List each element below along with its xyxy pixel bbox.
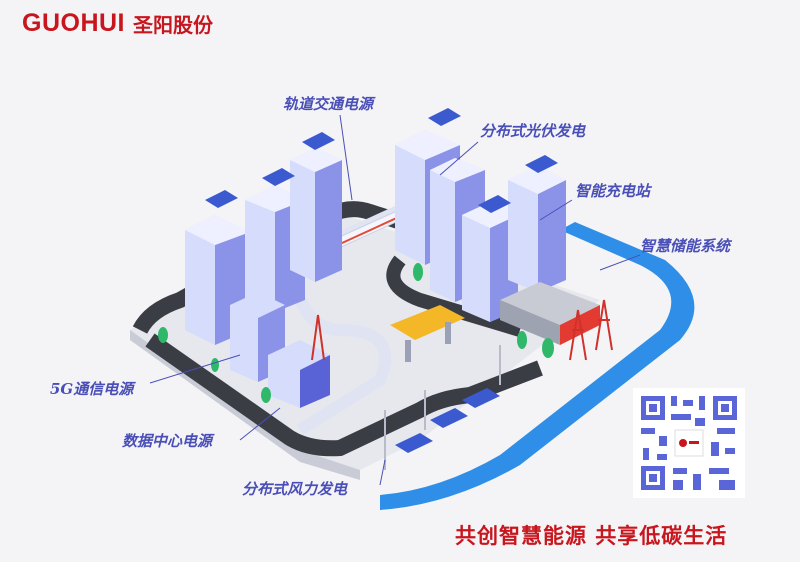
- label-rail-power: 轨道交通电源: [283, 95, 374, 113]
- trees: [158, 263, 554, 403]
- label-wind-power: 分布式风力发电: [242, 480, 348, 498]
- road: [386, 255, 523, 337]
- brand-name-cn: 圣阳股份: [133, 13, 213, 37]
- road: [145, 333, 543, 457]
- slogan: 共创智慧能源 共享低碳生活: [455, 523, 728, 548]
- 5g-tower: [311, 314, 325, 361]
- brand-logo: GUOHUI 圣阳股份: [22, 9, 213, 38]
- label-distributed-pv: 分布式光伏发电: [480, 122, 586, 140]
- label-datacenter-power: 数据中心电源: [122, 432, 213, 450]
- buildings: [185, 130, 566, 408]
- brand-name-en: GUOHUI: [22, 9, 125, 37]
- label-energy-storage: 智慧储能系统: [640, 237, 731, 255]
- data-center-building: [268, 340, 330, 408]
- qr-code-image: [641, 396, 737, 490]
- river: [380, 222, 695, 510]
- leader-lines: [149, 114, 641, 486]
- power-pylons: [569, 299, 613, 361]
- label-charging-station: 智能充电站: [575, 182, 651, 200]
- charging-station: [390, 305, 465, 362]
- qr-code[interactable]: [633, 388, 745, 498]
- label-5g-power: 5G通信电源: [50, 380, 134, 398]
